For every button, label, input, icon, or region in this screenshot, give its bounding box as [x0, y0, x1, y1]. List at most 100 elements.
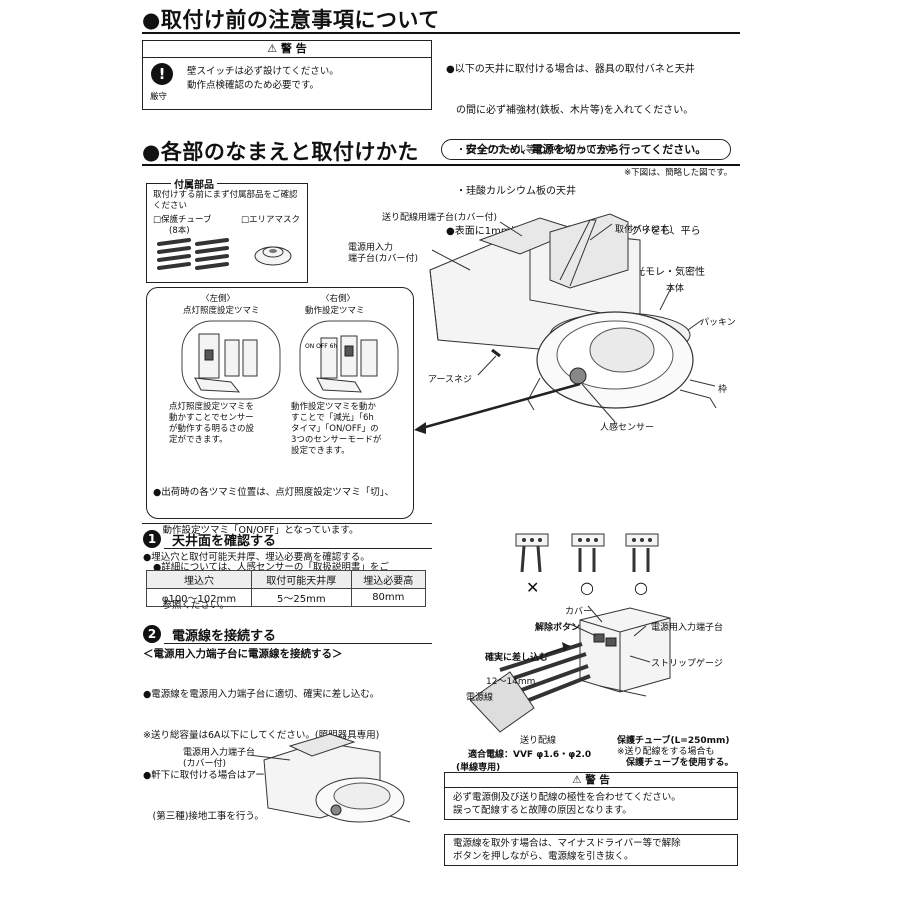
accessories-illustration [157, 238, 292, 270]
warning-box: ⚠ 警 告 必ず電源側及び送り配線の極性を合わせてください。 誤って配線すると故… [444, 772, 738, 820]
label-strip-gauge: ストリップゲージ [651, 659, 723, 669]
label-earth-screw: アースネジ [428, 375, 473, 385]
note-line: ・珪酸カルシウム板の天井 [446, 185, 576, 197]
left-desc-line: が動作する明るさの設 [169, 424, 255, 434]
label-feed-wire: 送り配線 [520, 736, 557, 746]
right-desc-line: 設定できます。 [291, 446, 350, 456]
label-terminal-out: 送り配線用端子台(カバー付) [382, 213, 498, 223]
spec-value-cell: 5～25mm [250, 588, 352, 607]
label-packing: パッキン [700, 318, 736, 328]
spec-header-cell: 取付可能天井厚 [250, 570, 352, 589]
heading-rule-2 [142, 164, 740, 166]
warning-header: ⚠ 警 告 [445, 773, 737, 788]
label-terminal-in-2: 端子台(カバー付) [348, 254, 419, 264]
label-strip-length: 12～14mm [486, 677, 536, 687]
step2-line: ●軒下に取付ける場合はアースネジを使用し、必ずD種 [143, 770, 377, 781]
knob-notes: ●出荷時の各ツマミ位置は、点灯照度設定ツマミ「切」、 動作設定ツマミ「ON/OF… [153, 462, 394, 637]
label-tube-2: ※送り配線をする場合も [617, 747, 715, 757]
label-wire-spec: 適合電線：VVF φ1.6・φ2.0 [468, 750, 592, 760]
sensor-icon [569, 367, 587, 385]
step2-line: ※送り総容量は6A以下にしてください。(照明器具専用) [143, 729, 380, 741]
removal-line-1: 電源線を取外す場合は、マイナスドライバー等で解除 [453, 838, 681, 849]
terminal-wiring-illustration [470, 605, 671, 733]
label-frame: 枠 [718, 385, 728, 395]
accessory-mask-label: □エリアマスク [241, 215, 301, 225]
label-terminal-in-1: 電源用入力 [348, 243, 394, 253]
caution-line-1: 壁スイッチは必ず設けてください。 [187, 66, 339, 77]
note-line: ・ロックウール等のやわらかい天井 [446, 145, 616, 156]
left-desc-line: 点灯照度設定ツマミを [169, 402, 255, 412]
wire-incorrect [515, 533, 549, 573]
spec-table-header: 埋込穴 取付可能天井厚 埋込必要高 [146, 570, 427, 589]
removal-note-box: 電源線を取外す場合は、マイナスドライバー等で解除 ボタンを押しながら、電源線を引… [444, 834, 738, 866]
step1-header: 天井面を確認する [164, 530, 432, 549]
left-knob-name: 点灯照度設定ツマミ [183, 306, 260, 316]
caution-box: ⚠ 警 告 ! 厳守 壁スイッチは必ず設けてください。 動作点検確認のため必要で… [142, 40, 432, 110]
warning-line-1: 必ず電源側及び送り配線の極性を合わせてください。 [453, 792, 681, 803]
mark-incorrect-icon: ✕ [526, 578, 540, 597]
label-input-terminal: 電源用入力端子台 [651, 623, 724, 633]
step2-line: (第三種)接地工事を行う。 [143, 810, 264, 822]
note-line: の間に必ず補強材(鉄板、木片等)を入れてください。 [446, 104, 694, 116]
fixture-illustration [414, 213, 717, 434]
strip-length-diagram [515, 533, 659, 573]
step2-number: 2 [143, 625, 161, 643]
right-knob-name: 動作設定ツマミ [305, 306, 365, 316]
exclamation-icon: ! [151, 63, 173, 85]
heading-rule-1 [142, 32, 740, 34]
knob-note-line: 動作設定ツマミ「ON/OFF」となっています。 [153, 524, 359, 536]
spec-header-cell: 埋込必要高 [350, 570, 427, 589]
step1-title: 天井面を確認する [172, 534, 277, 549]
warning-line-2: 誤って配線すると故障の原因となります。 [453, 805, 632, 816]
caution-header: ⚠ 警 告 [143, 41, 431, 58]
removal-line-2: ボタンを押しながら、電源線を引き抜く。 [453, 851, 634, 862]
caution-icon-label: 厳守 [150, 92, 168, 102]
section-divider [142, 523, 432, 524]
accessories-box: 付属部品 取付けする前にまず付属部品をご確認 ください □保護チューブ (8本)… [146, 176, 308, 283]
label-release-button: 解除ボタン [535, 623, 581, 633]
safety-notice: 安全のため、電源を切ってから行ってください。 [441, 139, 731, 160]
knob-marks: ON OFF 6h [305, 343, 337, 350]
step2-subtitle: ＜電源用入力端子台に電源線を接続する＞ [143, 648, 343, 660]
left-desc-line: 定ができます。 [169, 435, 228, 445]
mark-correct-icon: ○ [580, 578, 594, 597]
spec-table: 埋込穴 取付可能天井厚 埋込必要高 φ100～102mm 5～25mm 80mm [146, 570, 427, 607]
right-knob-title: 〈右側〉 [321, 294, 356, 304]
right-desc-line: 動作設定ツマミを動か [291, 402, 377, 412]
left-knob-desc: 点灯照度設定ツマミを 動かすことでセンサー が動作する明るさの設 定ができます。 [169, 402, 254, 446]
right-desc-line: すことで「減光」「6h [291, 413, 374, 423]
right-knob-desc: 動作設定ツマミを動か すことで「減光」「6h タイマ」「ON/OFF」の 3つの… [291, 402, 381, 457]
knob-detail-box: 〈左側〉 点灯照度設定ツマミ 〈右側〉 動作設定ツマミ ON OFF 6h 点灯… [146, 287, 414, 611]
label-insert-firmly: 確実に差し込む [485, 653, 549, 663]
label-body: 本体 [666, 284, 685, 294]
accessory-tube-label: □保護チューブ [153, 215, 212, 225]
wire-correct-2 [625, 533, 659, 572]
diagram-note: ※下図は、簡略した図です。 [624, 168, 733, 178]
right-desc-line: タイマ」「ON/OFF」の [291, 424, 379, 434]
label-power-wire: 電源線 [466, 693, 494, 703]
caution-line-2: 動作点検確認のため必要です。 [187, 80, 320, 91]
mark-correct-icon: ○ [634, 578, 648, 597]
label-tube-3: 保護チューブを使用する。 [617, 758, 734, 768]
step1-desc: ●埋込穴と取付可能天井厚、埋込必要高を確認する。 [143, 552, 370, 563]
label-tube-1: 保護チューブ(L=250mm) [617, 736, 730, 746]
left-knob-illustration [181, 320, 281, 400]
left-desc-line: 動かすことでセンサー [169, 413, 254, 423]
left-knob-title: 〈左側〉 [201, 294, 236, 304]
step2-line: ●電源線を電源用入力端子台に適切、確実に差し込む。 [143, 689, 380, 700]
step2-terminal-label-2: (カバー付) [183, 759, 227, 769]
area-mask-icon [254, 246, 292, 266]
step2-terminal-label-1: 電源用入力端子台 [183, 748, 256, 758]
step2-instructions: ●電源線を電源用入力端子台に適切、確実に差し込む。 ※送り総容量は6A以下にして… [143, 661, 379, 837]
label-sensor: 人感センサー [600, 423, 655, 433]
accessories-desc-1: 取付けする前にまず付属部品をご確認 [153, 190, 298, 200]
wire-correct-1 [571, 533, 605, 572]
label-spring: 取付バネ(2本) [615, 225, 673, 235]
protective-tube-icon [157, 238, 229, 270]
right-desc-line: 3つのセンサーモードが [291, 435, 382, 445]
accessories-desc-2: ください [153, 201, 188, 211]
step2-fixture-illustration [250, 733, 411, 823]
heading-precautions: ●取付け前の注意事項について [142, 8, 440, 32]
step2-header: 電源線を接続する [164, 625, 432, 644]
spec-table-row: φ100～102mm 5～25mm 80mm [146, 588, 427, 607]
